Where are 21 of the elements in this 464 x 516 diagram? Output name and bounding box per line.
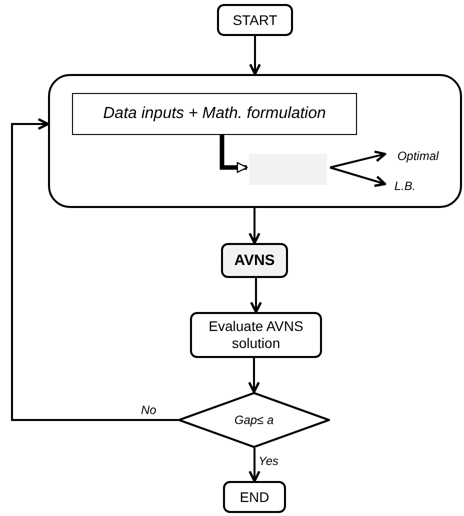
solver-box	[249, 154, 327, 185]
arrow	[11, 118, 178, 421]
process-box: END	[223, 481, 286, 513]
arrow	[248, 358, 260, 394]
decision-diamond: Gap≤ a	[178, 392, 330, 448]
arrow	[249, 36, 261, 76]
arrow	[248, 448, 260, 482]
arrow	[250, 278, 262, 314]
edge-label: No	[140, 403, 158, 417]
arrow	[220, 133, 248, 173]
arrow	[330, 150, 386, 168]
container-box	[48, 74, 462, 208]
process-box: AVNS	[221, 243, 288, 278]
outcome-label: Optimal	[390, 148, 446, 164]
arrow	[330, 166, 386, 188]
process-box: Evaluate AVNS solution	[190, 312, 322, 358]
process-box: Data inputs + Math. formulation	[72, 93, 357, 135]
edge-label: Yes	[258, 454, 280, 468]
outcome-label: L.B.	[390, 178, 420, 194]
arrow	[248, 208, 260, 244]
process-box: START	[217, 4, 293, 36]
